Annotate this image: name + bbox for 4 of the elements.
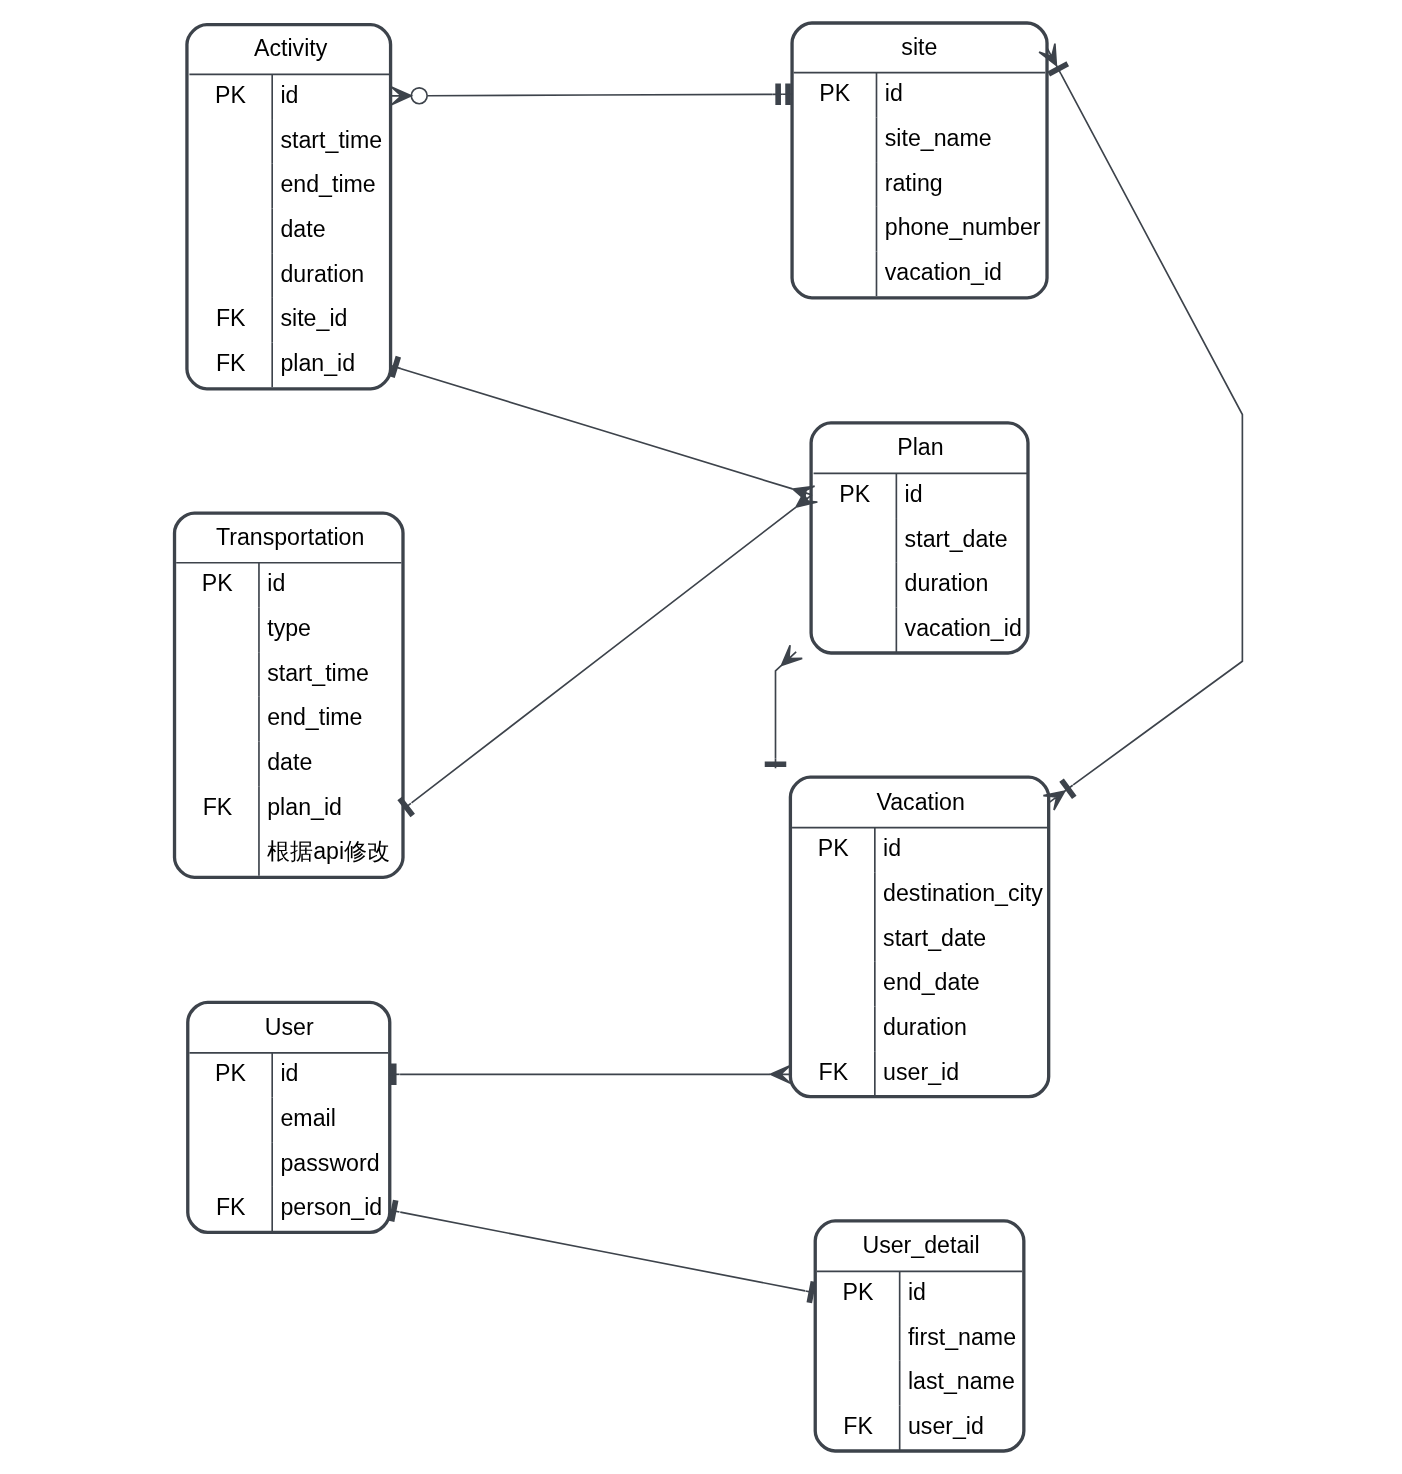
connector (388, 1063, 792, 1086)
connector (388, 1199, 817, 1304)
connector (390, 83, 793, 106)
connector (1038, 42, 1244, 811)
